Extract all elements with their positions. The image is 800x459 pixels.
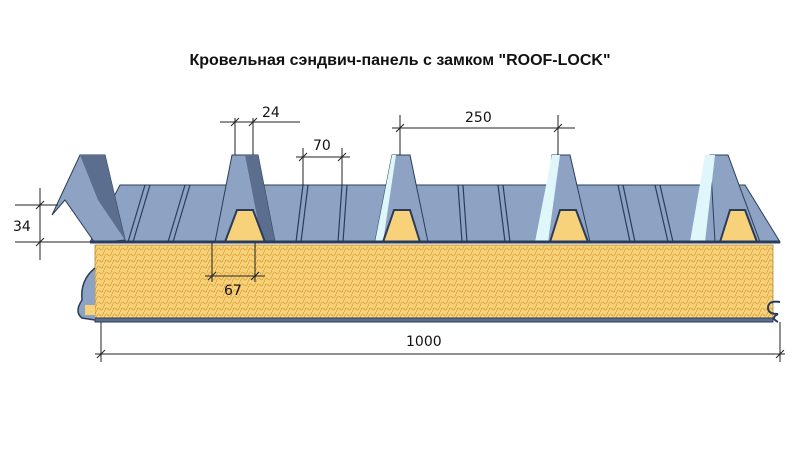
top-profiled-sheet [51,154,781,244]
bottom-steel-sheet [77,267,781,323]
dimension-lines [15,115,785,362]
dimension-rib-height: 34 [13,219,31,235]
dimension-rib-base-width: 67 [224,283,242,299]
dimension-panel-width: 1000 [406,334,442,350]
dimension-rib-top-width: 24 [262,105,280,121]
dimension-minor-rib-width: 70 [313,138,331,154]
diagram-title: Кровельная сэндвич-панель с замком "ROOF… [189,52,611,69]
foam-core [94,244,774,319]
dimension-rib-pitch: 250 [465,110,492,126]
